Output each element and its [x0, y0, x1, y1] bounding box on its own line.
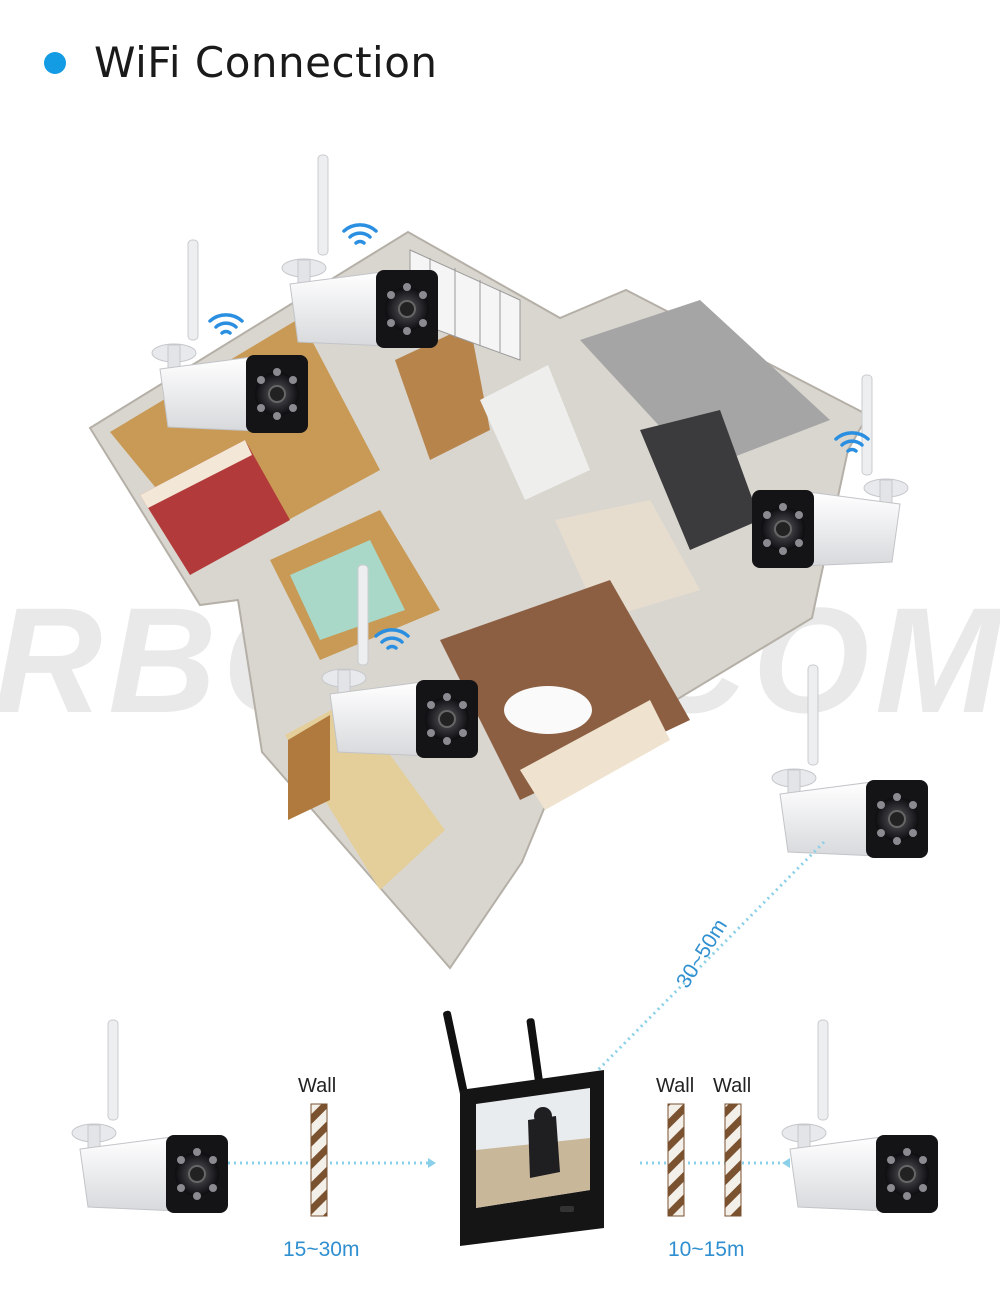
wall-right-1: [667, 1103, 685, 1217]
camera-icon: [781, 1019, 939, 1214]
camera-icon: [71, 1019, 229, 1214]
distance-label-right: 10~15m: [668, 1238, 745, 1261]
distance-label-left: 15~30m: [283, 1238, 360, 1261]
wall-label-left: Wall: [298, 1075, 337, 1097]
wifi-icon: [208, 313, 244, 335]
section-header: WiFi Connection: [44, 38, 438, 87]
page-title: WiFi Connection: [94, 38, 438, 87]
wall-left: [310, 1103, 328, 1217]
bullet-dot: [44, 51, 66, 74]
wifi-icon: [342, 223, 378, 245]
wall-right-2: [724, 1103, 742, 1217]
house-floor-plan: [88, 230, 870, 970]
monitor-nvr: [443, 1010, 604, 1246]
wall-label-right-1: Wall: [656, 1075, 695, 1097]
wall-label-right-2: Wall: [713, 1075, 752, 1097]
